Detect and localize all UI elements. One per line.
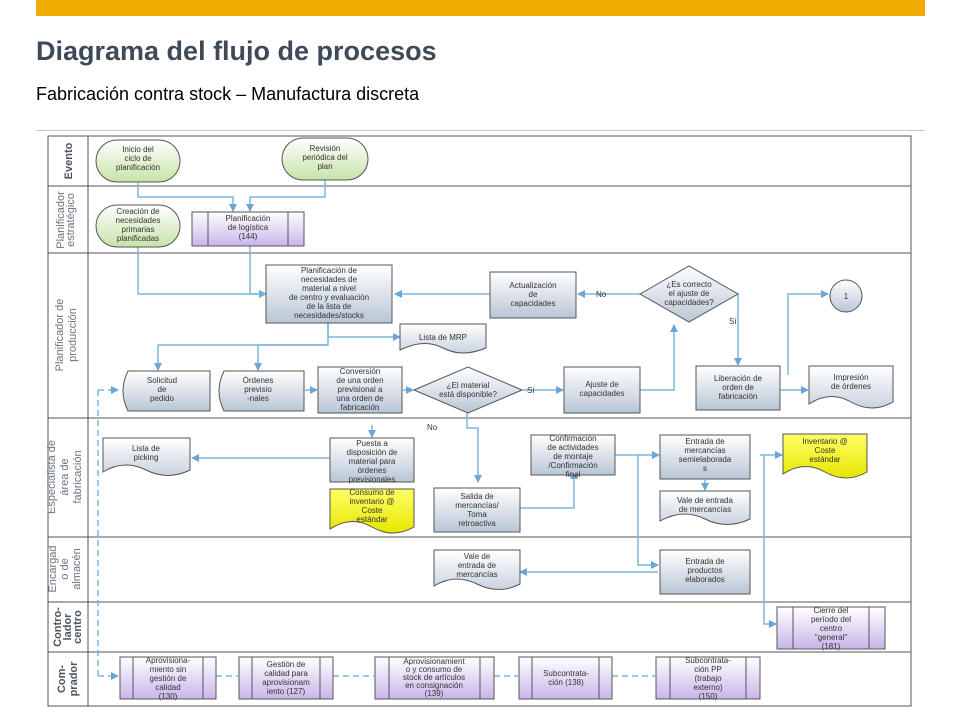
lane-label-comprador: Com-prador [56, 661, 80, 697]
lane-label-planificador-estrategico: Planificadorestratégico [55, 191, 77, 249]
lane-labels: Evento Planificadorestratégico Planifica… [46, 142, 84, 696]
lane-label-almacen: Encargado dealmacén [47, 545, 83, 592]
svg-text:1: 1 [844, 292, 849, 301]
subprocess-subcontratacion: Subcontrata-ción (138) [518, 656, 613, 700]
header-divider [36, 130, 925, 131]
page-subtitle: Fabricación contra stock – Manufactura d… [36, 84, 420, 104]
document-lista-mrp: Lista de MRP [399, 323, 487, 354]
svg-text:Lista de MRP: Lista de MRP [419, 333, 467, 342]
lane-label-controlador: Contro-ladorcentro [52, 607, 84, 647]
connectors [137, 178, 829, 628]
lane-label-especialista: Especialista deárea defabricación [46, 440, 84, 514]
label-no-material: No [427, 423, 438, 432]
page-title: Diagrama del flujo de procesos [36, 36, 437, 66]
connector-1: 1 [829, 279, 863, 313]
label-si-material: Sí [527, 386, 535, 395]
label-no-capacidades: No [596, 290, 607, 299]
label-si-capacidades: Sí [729, 317, 737, 326]
top-accent-bar [36, 0, 925, 16]
swimlanes [47, 135, 912, 707]
svg-text:Subcontrata-ción (138): Subcontrata-ción (138) [543, 669, 589, 687]
lane-label-planificador-produccion: Planificador deproducción [54, 299, 79, 372]
lane-label-evento: Evento [63, 142, 75, 179]
dashed-connectors [97, 386, 655, 680]
